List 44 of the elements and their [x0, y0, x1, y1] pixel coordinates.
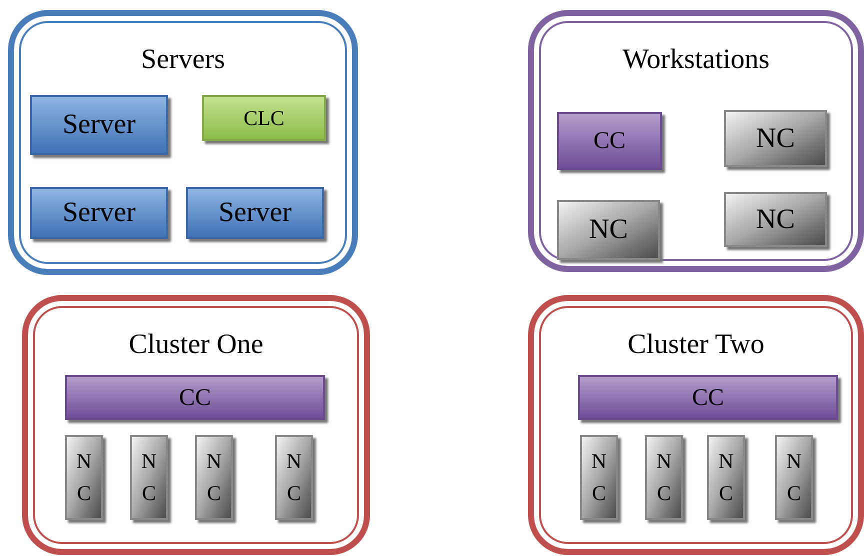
controller-box	[557, 112, 662, 170]
group-title: Workstations	[622, 46, 770, 74]
node-label: NC	[140, 448, 158, 506]
server-box	[186, 187, 324, 239]
controller-box	[578, 375, 838, 420]
node-box	[580, 435, 618, 520]
node-label: CLC	[244, 108, 284, 128]
node-box	[65, 435, 103, 520]
node-label: Server	[218, 199, 292, 227]
group-title: Cluster One	[128, 331, 264, 359]
node-box	[724, 192, 827, 247]
node-label: CC	[692, 386, 724, 410]
node-box	[275, 435, 313, 520]
server-box	[30, 95, 168, 155]
node-label: Server	[62, 199, 136, 227]
node-label: NC	[590, 448, 608, 506]
node-box	[707, 435, 745, 520]
group-container	[8, 10, 358, 275]
node-label: CC	[593, 129, 626, 153]
node-label: CC	[178, 386, 211, 410]
node-label: NC	[75, 448, 93, 506]
controller-box	[65, 375, 325, 420]
server-box	[30, 187, 168, 239]
node-box	[645, 435, 683, 520]
node-label: Server	[62, 111, 136, 139]
node-box	[557, 200, 660, 260]
group-container	[528, 295, 864, 555]
group-title: Cluster Two	[628, 331, 764, 359]
node-label: NC	[205, 448, 223, 506]
node-box	[775, 435, 813, 520]
node-label: NC	[285, 448, 303, 506]
node-label: NC	[756, 206, 795, 234]
group-container	[528, 10, 864, 272]
node-label: NC	[756, 124, 795, 152]
node-box	[195, 435, 233, 520]
node-label: NC	[785, 448, 803, 506]
node-box	[724, 110, 827, 167]
node-label: NC	[717, 448, 735, 506]
node-label: NC	[655, 448, 673, 506]
controller-box	[202, 95, 326, 141]
node-box	[130, 435, 168, 520]
node-label: NC	[589, 216, 628, 244]
group-container	[22, 295, 370, 555]
group-title: Servers	[141, 46, 225, 74]
